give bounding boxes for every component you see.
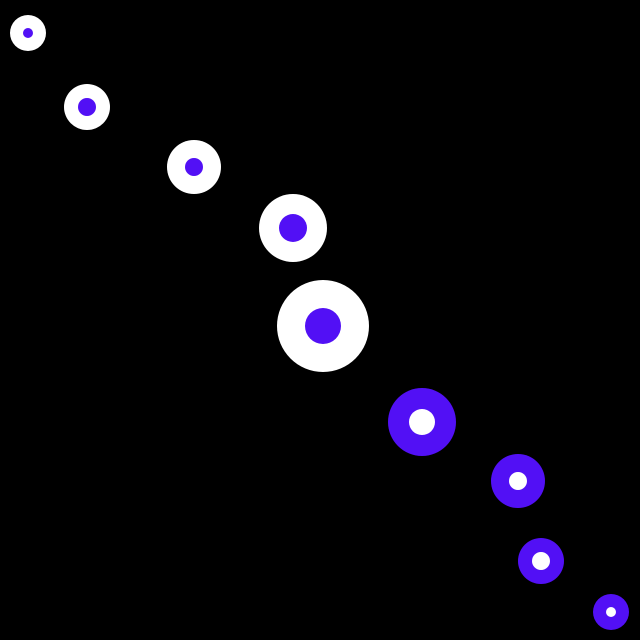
purple-ring-dot-2 bbox=[491, 454, 545, 508]
white-ring-dot-3 bbox=[167, 140, 221, 194]
white-ring-dot-5-inner-core bbox=[305, 308, 341, 344]
white-ring-dot-4-inner-core bbox=[279, 214, 307, 242]
purple-ring-dot-4-inner-core bbox=[606, 607, 616, 617]
white-ring-dot-4 bbox=[259, 194, 327, 262]
white-ring-dot-5 bbox=[277, 280, 369, 372]
white-ring-dot-1 bbox=[10, 15, 46, 51]
purple-ring-dot-2-inner-core bbox=[509, 472, 527, 490]
purple-ring-dot-3 bbox=[518, 538, 564, 584]
white-ring-dot-3-inner-core bbox=[185, 158, 203, 176]
purple-ring-dot-3-inner-core bbox=[532, 552, 550, 570]
white-ring-dot-1-inner-core bbox=[23, 28, 33, 38]
purple-ring-dot-1 bbox=[388, 388, 456, 456]
white-ring-dot-2-inner-core bbox=[78, 98, 96, 116]
white-ring-dot-2 bbox=[64, 84, 110, 130]
purple-ring-dot-1-inner-core bbox=[409, 409, 435, 435]
purple-ring-dot-4 bbox=[593, 594, 629, 630]
